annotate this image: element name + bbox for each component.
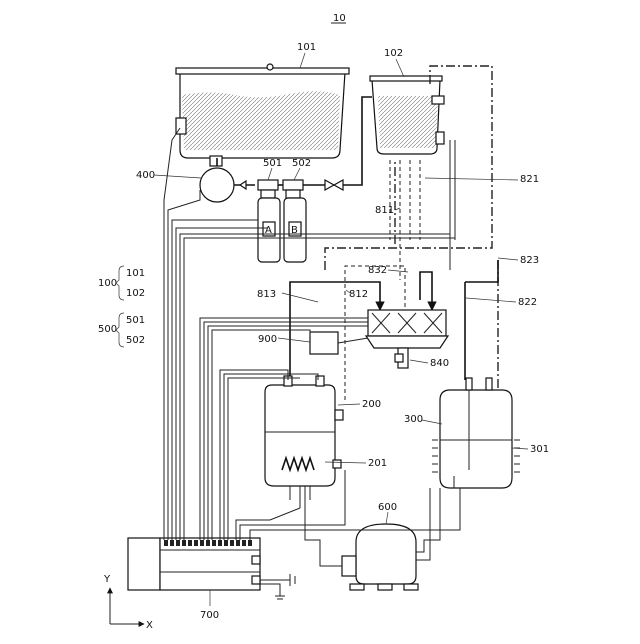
- pipe-823-label: 823: [520, 255, 539, 266]
- sensor-900-label: 900: [258, 334, 277, 345]
- group-500-b: 502: [126, 335, 145, 346]
- group-500-a: 501: [126, 315, 145, 326]
- coil-301-label: 301: [530, 444, 549, 455]
- pipe-812-label: 812: [349, 289, 368, 300]
- pipe-832-label: 832: [368, 265, 387, 276]
- cartridge-501-label: 501: [263, 158, 282, 169]
- group-100-b: 102: [126, 288, 145, 299]
- pipe-813-label: 813: [257, 289, 276, 300]
- compressor-600: [342, 524, 418, 590]
- pump-400-label: 400: [136, 170, 155, 181]
- cold-water-tank-300: [432, 378, 520, 508]
- raw-water-tank: [176, 64, 349, 166]
- cartridge-502-label: 502: [292, 158, 311, 169]
- axis-indicator: [110, 588, 144, 624]
- figure-label: 10: [333, 13, 346, 24]
- compressor-600-label: 600: [378, 502, 397, 513]
- controller-terminals: [164, 540, 252, 546]
- group-500-label: 500: [98, 324, 117, 335]
- pipe-832: [420, 272, 432, 310]
- pump-400: [200, 168, 234, 202]
- pipe-821-label: 821: [520, 174, 539, 185]
- heater-201-label: 201: [368, 458, 387, 469]
- axis-x-label: X: [146, 620, 153, 631]
- hot-tank-200-label: 200: [362, 399, 381, 410]
- filter-cartridges: [258, 180, 325, 262]
- sensor-900: [310, 332, 338, 354]
- pipe-822-label: 822: [518, 297, 537, 308]
- purified-water-tank: [370, 76, 444, 154]
- tank-101-label: 101: [297, 42, 316, 53]
- controller-700-label: 700: [200, 610, 219, 621]
- pipe-811-label: 811: [375, 205, 394, 216]
- tank-102-label: 102: [384, 48, 403, 59]
- group-100-a: 101: [126, 268, 145, 279]
- hot-water-tank-200: [265, 376, 343, 508]
- axis-y-label: Y: [103, 574, 111, 585]
- valve-840-label: 840: [430, 358, 449, 369]
- group-100-label: 100: [98, 278, 117, 289]
- cold-tank-300-label: 300: [404, 414, 423, 425]
